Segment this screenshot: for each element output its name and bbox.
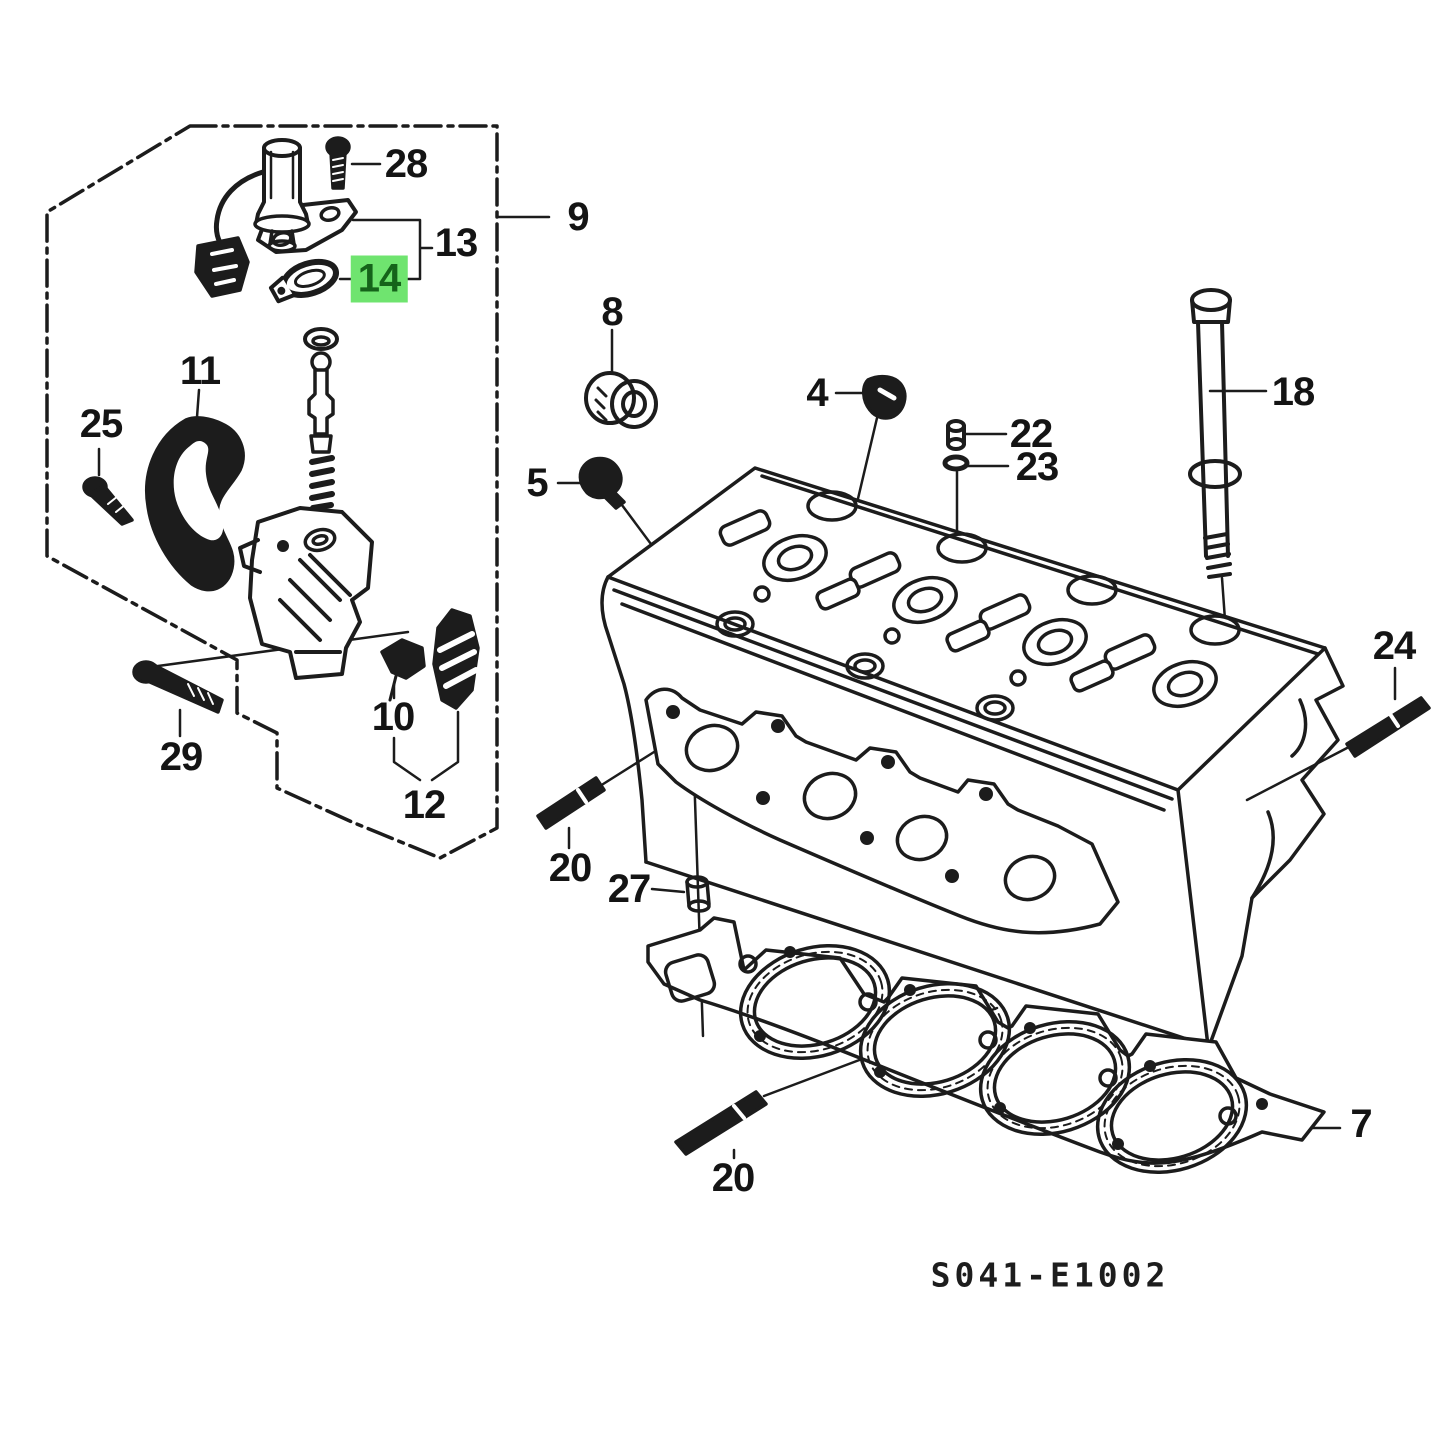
drawing-code: S041-E1002 bbox=[930, 1255, 1170, 1295]
vtec-solenoid-assembly-drawing bbox=[82, 136, 480, 714]
group-boundary-dashdot bbox=[45, 124, 499, 860]
fasteners-and-small-parts bbox=[536, 288, 1431, 1156]
part-label-5[interactable]: 5 bbox=[526, 461, 548, 505]
part-label-9[interactable]: 9 bbox=[567, 195, 589, 239]
part-label-14-highlighted[interactable]: 14 bbox=[350, 255, 408, 303]
head-gasket-drawing bbox=[646, 916, 1326, 1174]
part-label-27[interactable]: 27 bbox=[607, 867, 651, 911]
part-label-4[interactable]: 4 bbox=[806, 371, 828, 415]
part-label-23[interactable]: 23 bbox=[1015, 445, 1059, 489]
part-label-28[interactable]: 28 bbox=[384, 142, 428, 186]
part-label-20-front[interactable]: 20 bbox=[548, 846, 592, 890]
part-label-25[interactable]: 25 bbox=[79, 402, 123, 446]
part-label-18[interactable]: 18 bbox=[1271, 370, 1315, 414]
part-label-7[interactable]: 7 bbox=[1350, 1102, 1372, 1146]
part-label-29[interactable]: 29 bbox=[159, 735, 203, 779]
part-label-13[interactable]: 13 bbox=[434, 221, 478, 265]
part-label-11[interactable]: 11 bbox=[179, 349, 221, 393]
part-label-8[interactable]: 8 bbox=[601, 290, 623, 334]
part-label-12[interactable]: 12 bbox=[402, 783, 446, 827]
part-label-20-lower[interactable]: 20 bbox=[711, 1156, 755, 1200]
part-label-10[interactable]: 10 bbox=[371, 695, 415, 739]
cylinder-head-drawing bbox=[600, 466, 1345, 1048]
part-label-22[interactable]: 22 bbox=[1009, 412, 1053, 456]
part-label-24[interactable]: 24 bbox=[1372, 624, 1416, 668]
